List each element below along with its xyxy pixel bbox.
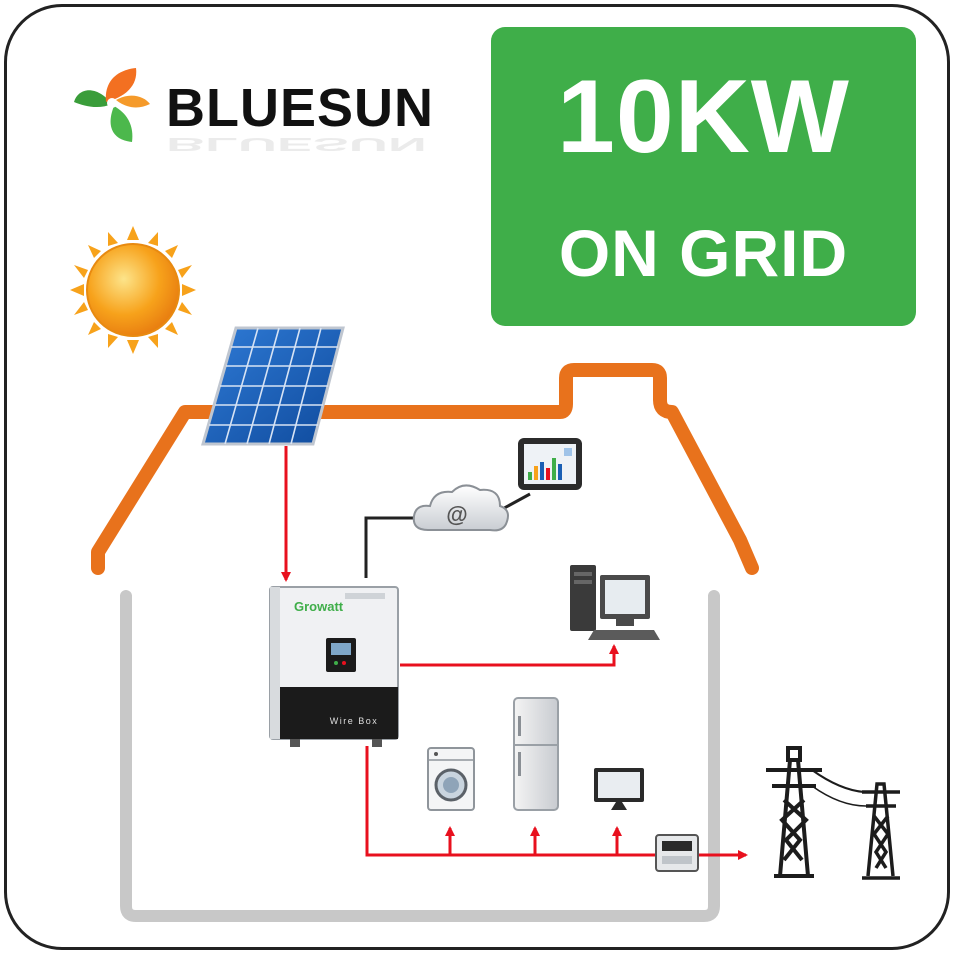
badge-subtitle: ON GRID xyxy=(558,216,849,290)
badge-background xyxy=(491,27,916,326)
transmission-tower-icon-small xyxy=(862,782,900,880)
leaf-sun-logo-icon xyxy=(74,68,150,142)
inverter-icon xyxy=(269,586,399,747)
svg-text:@: @ xyxy=(446,502,467,527)
washing-machine-icon xyxy=(427,747,475,811)
refrigerator-icon xyxy=(513,697,559,811)
ac-line-computer xyxy=(400,644,619,667)
house-roof xyxy=(91,363,759,575)
cloud-internet-icon: @ xyxy=(412,484,509,532)
brand-name-reflection: BLUESUN xyxy=(166,134,427,155)
power-line xyxy=(811,769,865,793)
solar-panel-icon xyxy=(201,326,345,446)
power-line-lower xyxy=(811,785,867,807)
ac-line-grid xyxy=(365,746,748,860)
comm-line xyxy=(364,516,424,578)
inverter-label: Wire Box xyxy=(330,716,379,726)
tablet-monitor-icon xyxy=(518,438,582,490)
desktop-computer-icon xyxy=(570,565,660,640)
badge-title: 10KW xyxy=(557,59,850,175)
inverter-brand: Growatt xyxy=(294,599,344,614)
transmission-tower-icon xyxy=(766,746,822,878)
sun-icon xyxy=(70,226,196,354)
tv-icon xyxy=(594,768,644,810)
house-walls xyxy=(120,590,720,922)
electric-meter-icon xyxy=(655,834,699,872)
system-badge: 10KW ON GRID xyxy=(491,27,916,326)
brand-name: BLUESUN xyxy=(166,78,434,138)
